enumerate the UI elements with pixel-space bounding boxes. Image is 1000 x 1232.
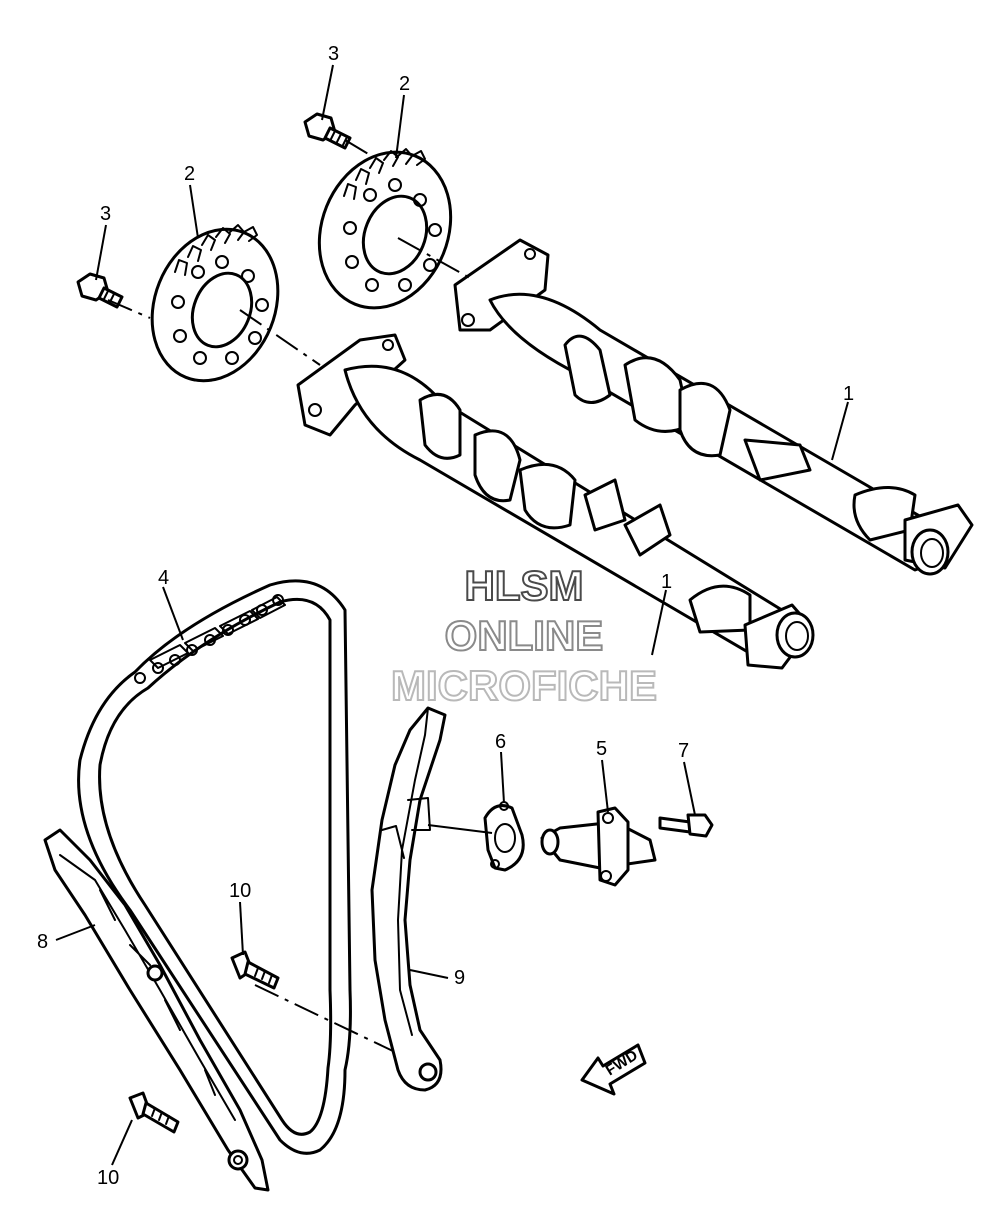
callout-5: 5 <box>596 738 607 760</box>
chain-guide <box>43 828 270 1192</box>
timing-chain <box>77 579 352 1155</box>
fwd-arrow-icon: FWD <box>580 1043 647 1096</box>
callout-1-lower: 1 <box>661 571 672 593</box>
callout-2-upper: 2 <box>399 73 410 95</box>
cam-sprocket-lower <box>150 224 280 383</box>
camshaft-upper <box>453 238 974 576</box>
tensioner-gasket <box>483 801 525 872</box>
callout-labels: 3 2 2 3 1 1 4 6 5 7 8 10 9 10 <box>37 43 854 1189</box>
leader-lines <box>55 64 849 1166</box>
callout-4: 4 <box>158 567 169 589</box>
callout-9: 9 <box>454 967 465 989</box>
guide-bolt-upper <box>230 950 280 990</box>
guide-bolt-lower <box>128 1091 180 1134</box>
watermark-line-3: MICROFICHE <box>390 661 658 710</box>
sprocket-bolt-lower <box>76 272 124 309</box>
callout-3-upper: 3 <box>328 43 339 65</box>
sprocket-bolt-upper <box>303 112 352 150</box>
tensioner-bolt <box>658 813 714 838</box>
cam-sprocket-upper <box>317 148 453 310</box>
callout-10-lower: 10 <box>97 1167 119 1189</box>
callout-3-lower: 3 <box>100 203 111 225</box>
watermark-line-2: ONLINE <box>444 611 605 660</box>
watermark-line-1: HLSM <box>464 561 585 610</box>
callout-7: 7 <box>678 740 689 762</box>
chain-tensioner <box>540 806 657 887</box>
callout-2-lower: 2 <box>184 163 195 185</box>
callout-1-upper: 1 <box>843 383 854 405</box>
callout-8: 8 <box>37 931 48 953</box>
callout-10-upper: 10 <box>229 880 251 902</box>
camshaft-lower <box>296 333 815 670</box>
tensioner-guide <box>370 706 447 1092</box>
callout-6: 6 <box>495 731 506 753</box>
